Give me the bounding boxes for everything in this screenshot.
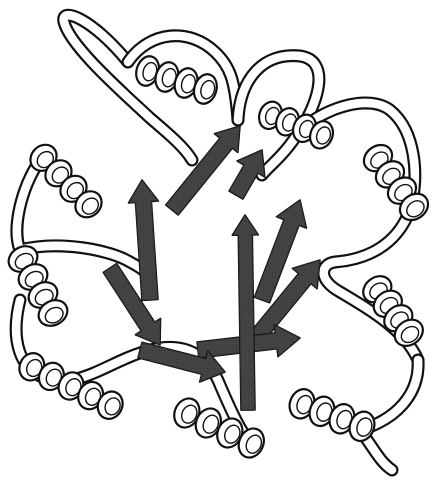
- helix-bottom-right: [285, 386, 378, 445]
- helix-upper-left: [25, 139, 107, 222]
- strand-9-texture: [232, 215, 258, 410]
- strand-9: [232, 215, 258, 410]
- strand-1: [129, 180, 159, 301]
- strand-1-texture: [129, 180, 159, 301]
- strand-3: [229, 150, 265, 199]
- helix-top: [133, 53, 221, 106]
- helix-right: [359, 140, 433, 226]
